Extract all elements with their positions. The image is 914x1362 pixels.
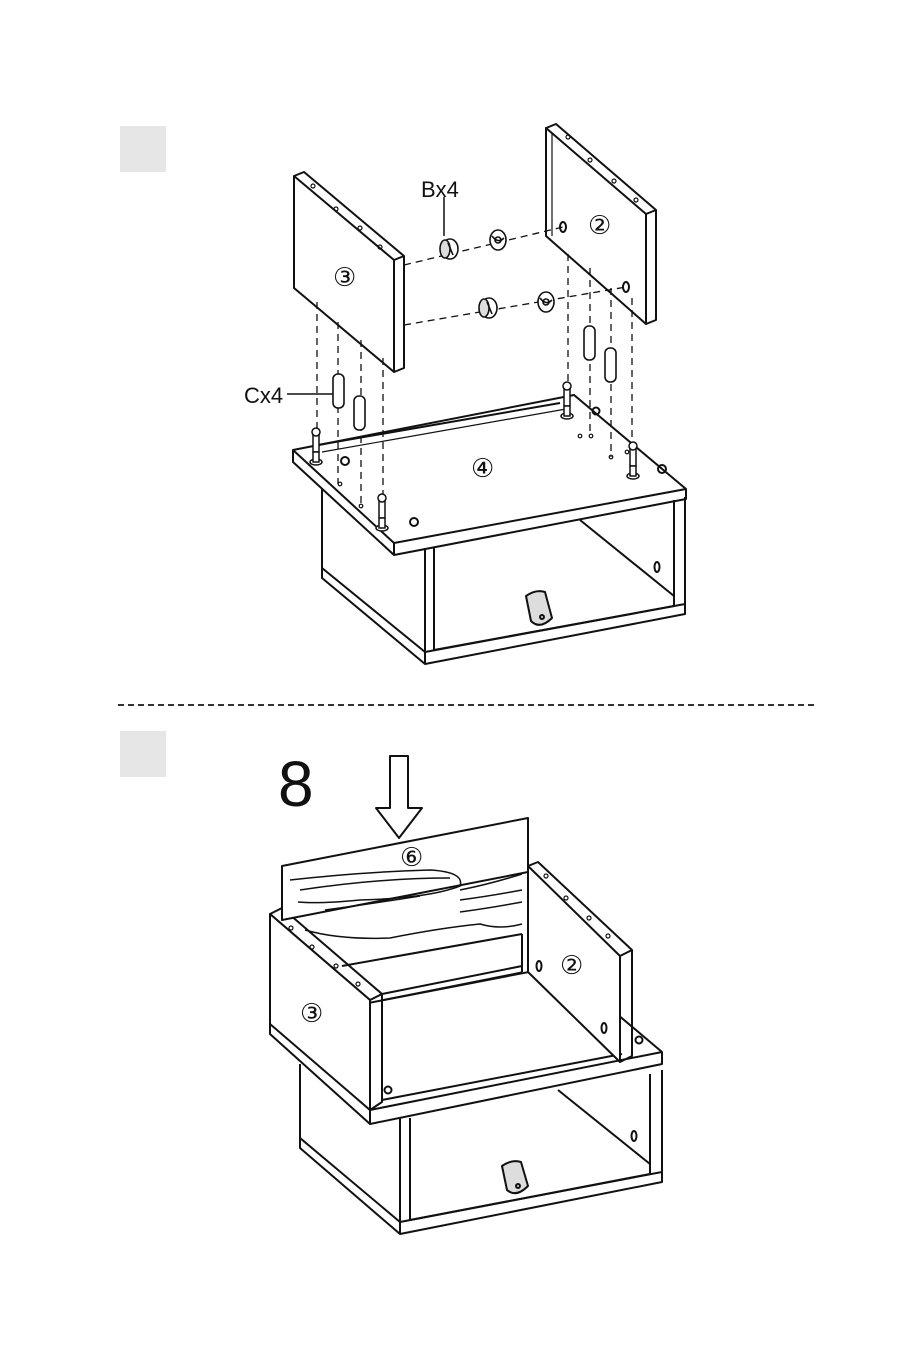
down-arrow-icon [376, 756, 422, 838]
step-number: 8 [278, 748, 314, 820]
panel-3-label-2: ③ [300, 999, 323, 1029]
panel-6 [282, 818, 528, 938]
panel-2-label-2: ② [560, 951, 583, 981]
panel-6-label: ⑥ [400, 843, 423, 873]
